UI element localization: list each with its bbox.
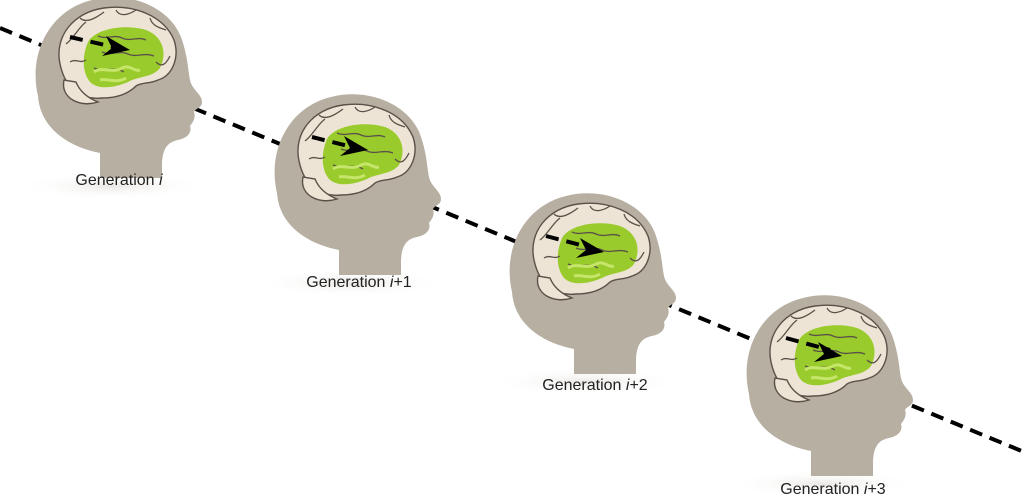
child-head-generation-i-plus-1 (254, 92, 448, 299)
arrowhead-1 (102, 36, 130, 56)
generation-label-2: Generation i+1 (306, 274, 412, 291)
child-head-generation-i-plus-3 (726, 293, 920, 500)
generation-label-4: Generation i+3 (780, 481, 886, 498)
child-head-generation-i-plus-2 (489, 191, 683, 398)
arrowheads (102, 36, 842, 362)
arrowhead-2 (340, 136, 368, 156)
child-head-generation-i (15, 0, 209, 202)
generation-label-3: Generation i+2 (542, 377, 648, 394)
arrowhead-3 (576, 238, 604, 258)
arrowhead-4 (814, 342, 842, 362)
line-over-brains (69, 35, 831, 352)
transmission-line (0, 26, 1024, 454)
generation-label-1: Generation i (75, 172, 163, 189)
